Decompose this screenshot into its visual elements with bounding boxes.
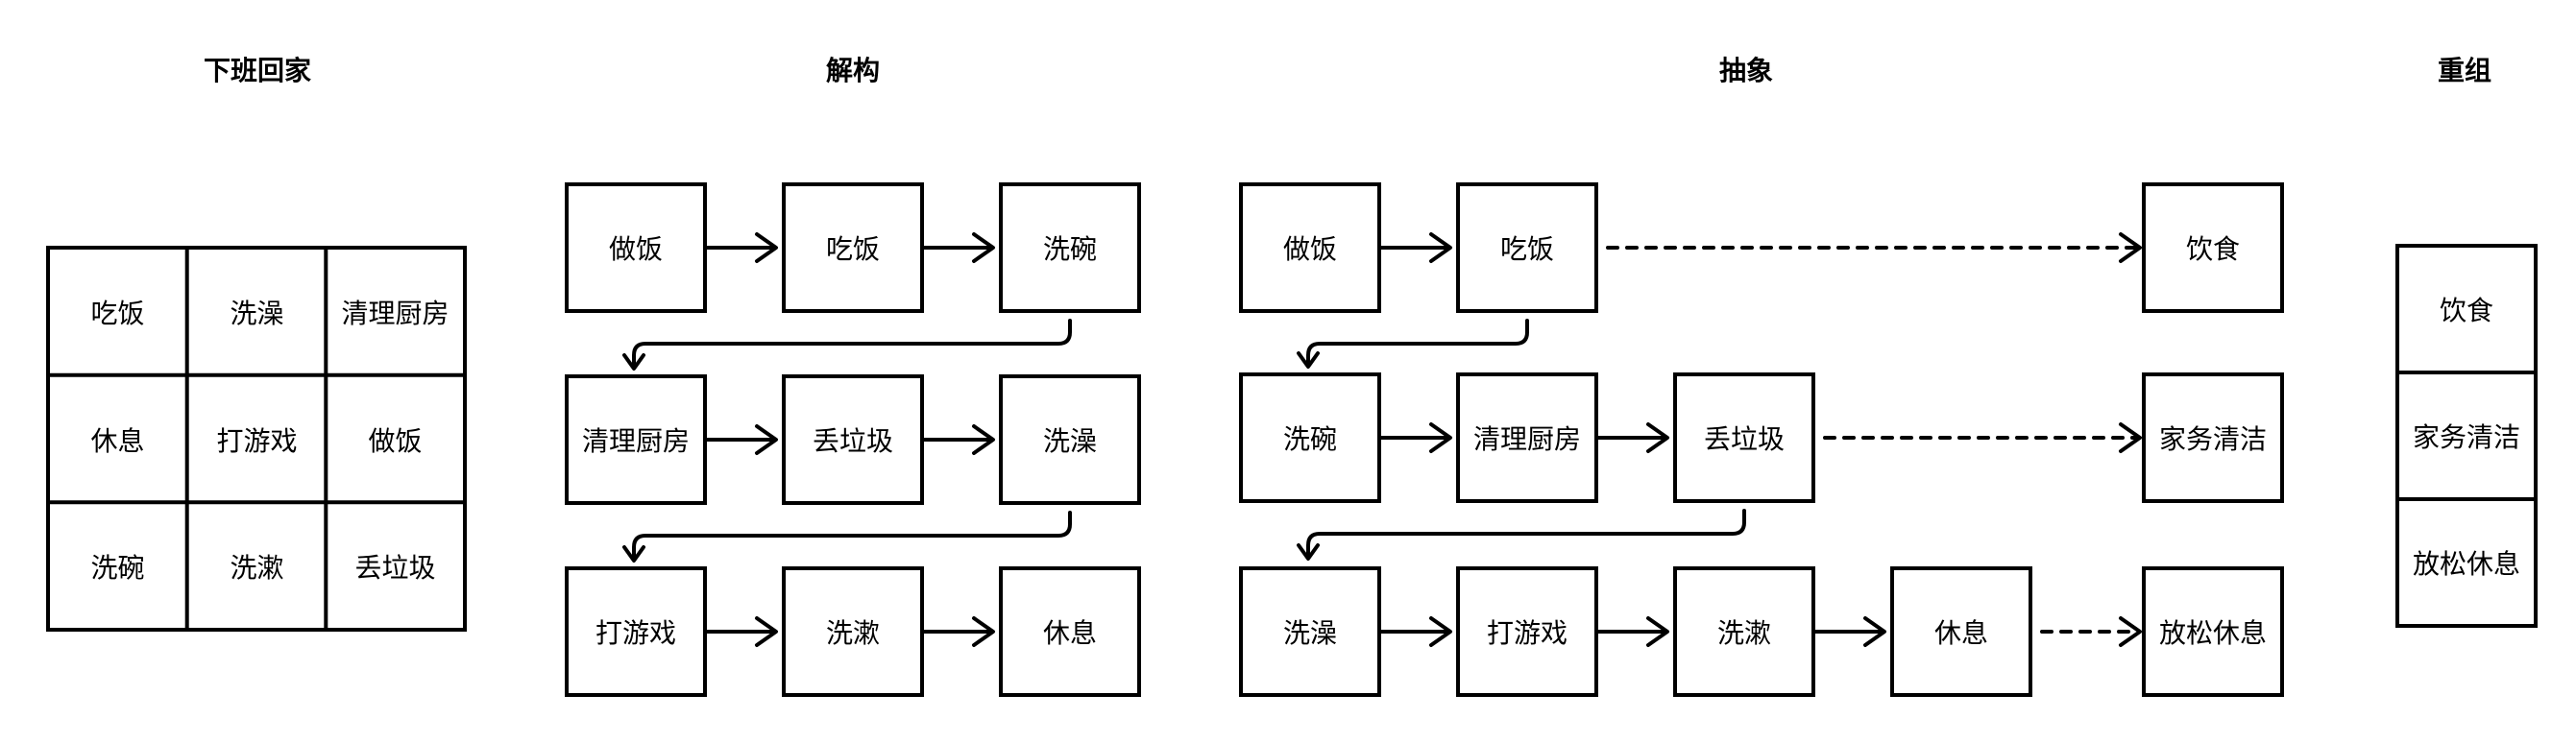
- grid-cell: 洗澡: [230, 297, 284, 329]
- grid-cell: 洗漱: [230, 551, 284, 584]
- abstract-node: 打游戏: [1456, 566, 1598, 697]
- wrap-arrow: [1306, 319, 1529, 367]
- arrow-head: [1429, 616, 1452, 647]
- deconstruct-node: 洗漱: [782, 566, 924, 697]
- abstract-result-node: 放松休息: [2142, 566, 2284, 697]
- abstract-node: 洗碗: [1239, 372, 1381, 503]
- abstract-result-node: 家务清洁: [2142, 372, 2284, 503]
- deconstruct-node: 清理厨房: [565, 374, 707, 505]
- abstract-node: 休息: [1890, 566, 2032, 697]
- deconstruct-node: 打游戏: [565, 566, 707, 697]
- grid-cell: 打游戏: [216, 424, 298, 457]
- deconstruct-node: 做饭: [565, 182, 707, 313]
- arrow-head: [2119, 616, 2142, 647]
- title-deconstruct: 解构: [825, 55, 881, 86]
- title-recompose: 重组: [2437, 55, 2492, 86]
- wrap-arrow: [1306, 509, 1746, 559]
- deconstruct-node: 丢垃圾: [782, 374, 924, 505]
- deconstruct-node: 吃饭: [782, 182, 924, 313]
- abstract-node: 清理厨房: [1456, 372, 1598, 503]
- arrow-head: [972, 232, 995, 263]
- abstract-node: 洗漱: [1673, 566, 1815, 697]
- arrow-head: [1297, 543, 1320, 561]
- recompose-item: 饮食: [2395, 244, 2538, 374]
- deconstruct-node: 洗澡: [999, 374, 1141, 505]
- recompose-item: 家务清洁: [2395, 371, 2538, 501]
- recompose-item: 放松休息: [2395, 497, 2538, 628]
- abstract-node: 做饭: [1239, 182, 1381, 313]
- arrow-head: [755, 232, 778, 263]
- deconstruct-node: 休息: [999, 566, 1141, 697]
- wrap-arrow: [632, 511, 1072, 561]
- abstract-node: 洗澡: [1239, 566, 1381, 697]
- arrow-head: [972, 616, 995, 647]
- arrow-head: [1297, 351, 1320, 369]
- grid-cell: 休息: [90, 424, 145, 457]
- arrow-head: [755, 616, 778, 647]
- abstract-node: 吃饭: [1456, 182, 1598, 313]
- abstract-result-node: 饮食: [2142, 182, 2284, 313]
- arrow-head: [622, 353, 645, 371]
- arrow-head: [1646, 616, 1669, 647]
- arrow-head: [1429, 232, 1452, 263]
- grid-cell: 丢垃圾: [354, 551, 436, 584]
- abstract-node: 丢垃圾: [1673, 372, 1815, 503]
- arrow-head: [972, 424, 995, 455]
- title-commute: 下班回家: [203, 55, 312, 86]
- arrow-head: [622, 545, 645, 563]
- grid-cell: 清理厨房: [341, 297, 450, 329]
- grid-frame: [46, 246, 467, 632]
- title-abstract: 抽象: [1718, 55, 1774, 86]
- grid-cell: 吃饭: [90, 297, 145, 329]
- arrow-head: [1429, 422, 1452, 453]
- deconstruct-node: 洗碗: [999, 182, 1141, 313]
- wrap-arrow: [632, 319, 1072, 369]
- arrow-head: [1646, 422, 1669, 453]
- arrow-head: [2119, 232, 2142, 263]
- arrow-head: [1863, 616, 1886, 647]
- arrow-head: [755, 424, 778, 455]
- arrow-head: [2119, 422, 2142, 453]
- grid-cell: 洗碗: [90, 551, 145, 584]
- grid-cell: 做饭: [368, 424, 423, 457]
